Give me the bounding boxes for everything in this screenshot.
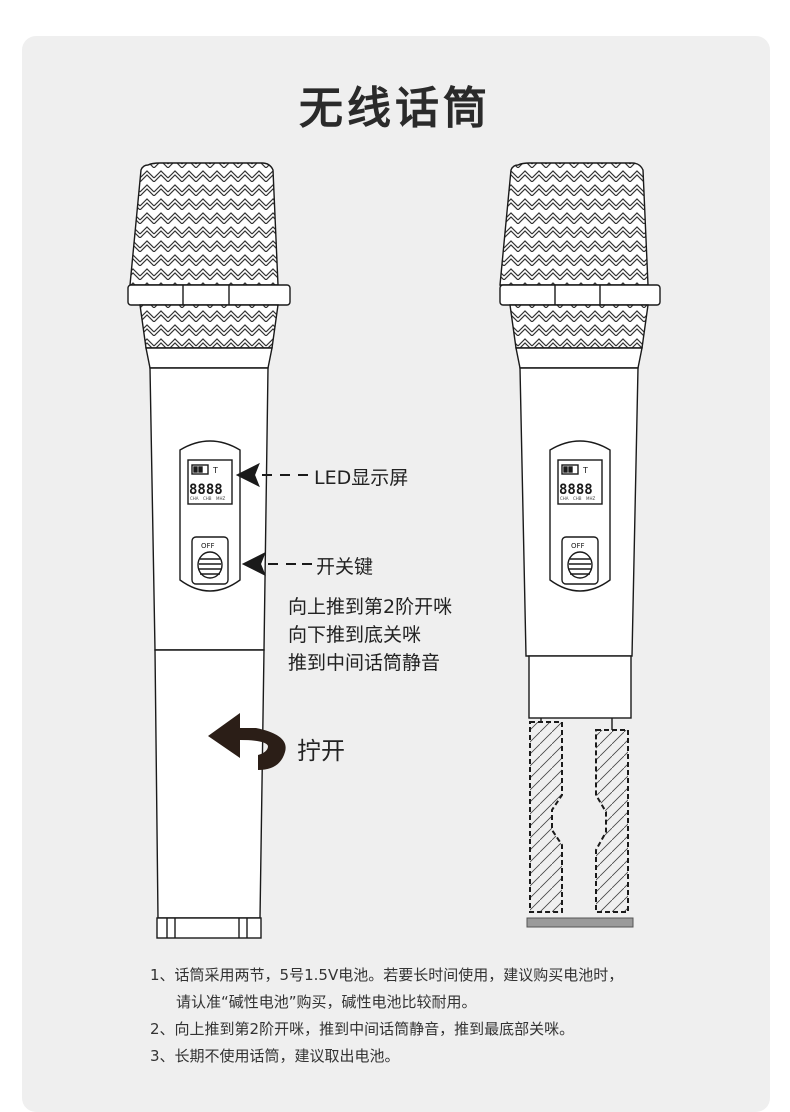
battery-base bbox=[526, 917, 634, 928]
mic-neck bbox=[145, 347, 273, 369]
channel-label-left-2: CHB bbox=[203, 496, 212, 501]
microphone-left bbox=[127, 162, 291, 939]
mic-ring bbox=[127, 284, 291, 306]
switch-desc-1: 向上推到第2阶开咪 bbox=[288, 596, 453, 618]
battery-left bbox=[529, 721, 563, 913]
switch-label: 开关键 bbox=[316, 556, 374, 578]
page-title: 无线话筒 bbox=[299, 83, 491, 134]
unscrew-arrow-icon bbox=[208, 713, 286, 770]
battery-right bbox=[595, 729, 629, 913]
note-line: 请认准“碱性电池”购买，碱性电池比较耐用。 bbox=[176, 993, 477, 1011]
mic-grille-top bbox=[129, 162, 279, 286]
channel-label-left-3: MHZ bbox=[216, 496, 225, 501]
off-label-right: OFF bbox=[571, 542, 585, 550]
led-digits-right: 8888 bbox=[559, 482, 593, 498]
switch-desc-3: 推到中间话筒静音 bbox=[288, 652, 441, 674]
mic-lower-body bbox=[154, 649, 265, 919]
switch-pointer bbox=[241, 551, 312, 577]
notes-list: 1、话筒采用两节，5号1.5V电池。若要长时间使用，建议购买电池时， 请认准“碱… bbox=[150, 962, 710, 1070]
unscrew-label: 拧开 bbox=[297, 737, 345, 765]
channel-label-right-3: MHZ bbox=[586, 496, 595, 501]
led-digits-left: 8888 bbox=[189, 482, 223, 498]
battery-tube bbox=[528, 655, 632, 719]
mic-bottom-cap bbox=[156, 917, 262, 939]
channel-label-right-2: CHB bbox=[573, 496, 582, 501]
note-line: 1、话筒采用两节，5号1.5V电池。若要长时间使用，建议购买电池时， bbox=[150, 966, 624, 984]
switch-desc-2: 向下推到底关咪 bbox=[288, 624, 422, 646]
channel-label-left-1: CHA bbox=[190, 496, 199, 501]
channel-label-right-1: CHA bbox=[560, 496, 569, 501]
note-line: 3、长期不使用话筒，建议取出电池。 bbox=[150, 1047, 400, 1065]
off-label-left: OFF bbox=[201, 542, 215, 550]
note-line: 2、向上推到第2阶开咪，推到中间话筒静音，推到最底部关咪。 bbox=[150, 1020, 575, 1038]
signal-icon-left: T bbox=[212, 466, 218, 475]
mic-grille-bottom bbox=[139, 304, 279, 349]
led-screen-label: LED显示屏 bbox=[314, 467, 409, 489]
signal-icon-right: T bbox=[582, 466, 588, 475]
led-pointer bbox=[235, 462, 308, 488]
microphone-right bbox=[499, 162, 661, 913]
